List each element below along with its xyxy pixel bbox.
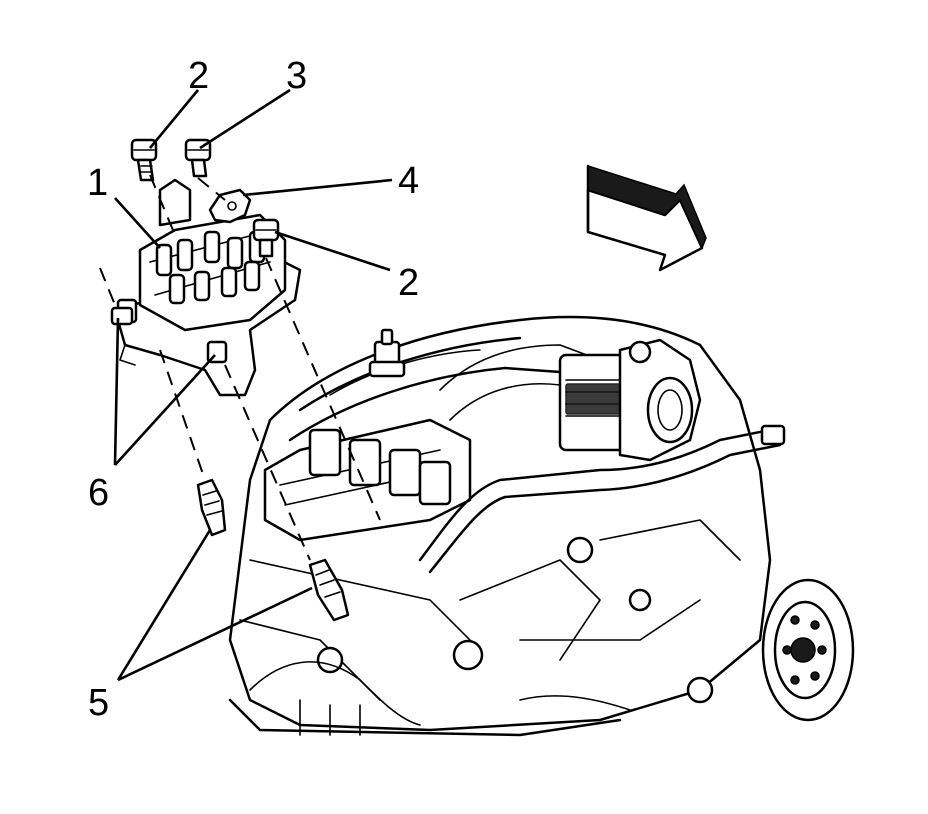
leader-lines (113, 88, 393, 682)
ignition-coil-module (113, 178, 302, 397)
spark-plug-boot-front (196, 478, 227, 537)
view-direction-arrow-icon (586, 164, 707, 272)
callout-3: 3 (286, 55, 307, 97)
throttle-body (558, 338, 702, 462)
coil-bolt-right (252, 218, 280, 258)
callout-5: 5 (88, 682, 109, 724)
oil-fill-cap (368, 328, 406, 378)
callout-2-upper: 2 (188, 55, 209, 97)
alignment-lines (99, 174, 381, 561)
spark-plug-boot-rear (308, 558, 350, 622)
coil-bolt-lower (110, 306, 134, 326)
callout-2-right: 2 (398, 262, 419, 304)
callout-6: 6 (88, 472, 109, 514)
crankshaft-pulley (761, 578, 855, 722)
wire-bracket (208, 188, 252, 224)
callout-4: 4 (398, 160, 419, 202)
callout-1: 1 (87, 162, 108, 204)
engine-assembly (228, 315, 786, 737)
